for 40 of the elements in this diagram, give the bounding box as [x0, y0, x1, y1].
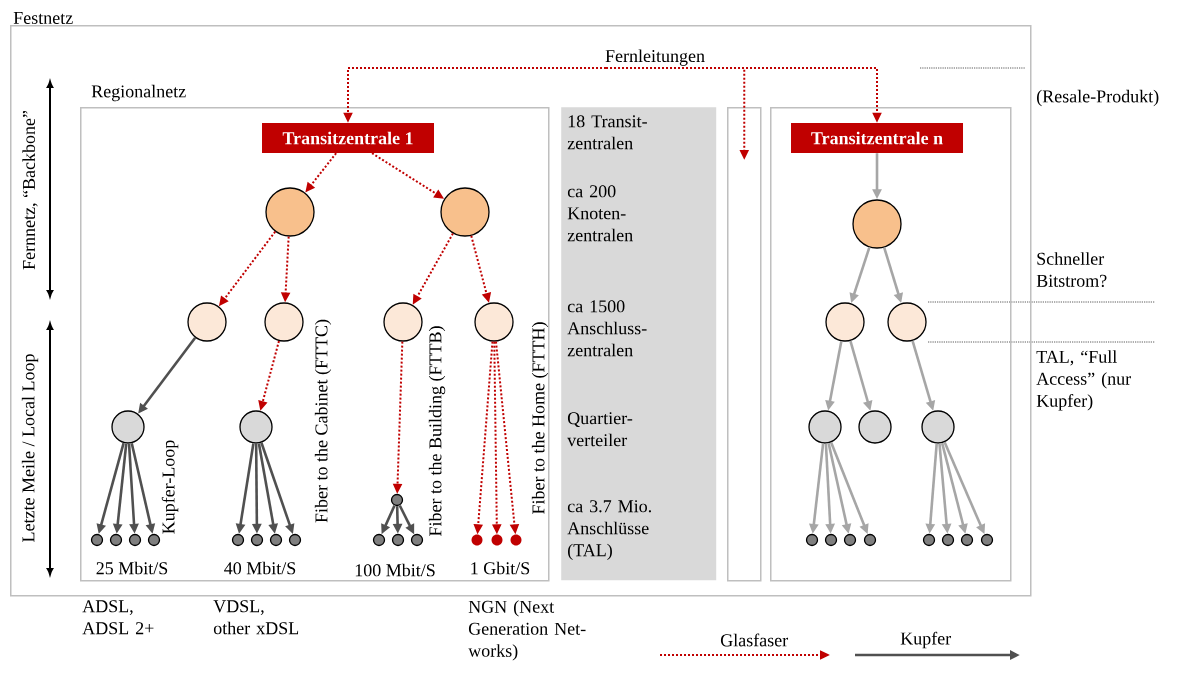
edge-label: Fernleitungen: [605, 49, 705, 66]
technology-label: ADSL, ADSL 2+: [82, 600, 154, 635]
circle-node: [852, 199, 902, 249]
node-label: Festnetz: [13, 12, 73, 24]
circle-node: [265, 187, 315, 237]
circle-node: [111, 410, 145, 444]
transit-box: Transitzentrale 1: [262, 123, 434, 153]
side-note: TAL, “Full Access” (nur Kupfer): [1036, 350, 1131, 411]
legend-label: Glasfaser: [720, 633, 788, 647]
circle-node: [383, 302, 423, 342]
speed-label: 40 Mbit/S: [224, 561, 296, 575]
rotated-label: Fiber to the Home (FTTH): [531, 322, 549, 514]
circle-node: [187, 302, 227, 342]
circle-node: [440, 187, 490, 237]
technology-label: VDSL, other xDSL: [213, 600, 299, 635]
speed-label: 1 Gbit/S: [471, 561, 530, 575]
legend-label: Kupfer: [900, 631, 952, 649]
speed-label: 25 Mbit/S: [96, 561, 168, 575]
rotated-label: Kupfer-Loop: [161, 440, 179, 534]
axis-label: Letzte Meile / Local Loop: [21, 354, 39, 542]
side-note: (Resale-Produkt): [1037, 89, 1159, 107]
circle-node: [825, 302, 865, 342]
circle-node: [887, 302, 927, 342]
circle-node: [264, 302, 304, 342]
frame: [770, 107, 1012, 582]
circle-node: [858, 410, 892, 444]
side-note: Schneller Bitstrom?: [1036, 252, 1107, 287]
frame: [727, 107, 762, 582]
node-label: Regionalnetz: [91, 84, 186, 102]
circle-node: [808, 410, 842, 444]
speed-label: 100 Mbit/S: [355, 563, 435, 577]
transit-box: Transitzentrale n: [791, 123, 963, 153]
info-panel: 18 Transit-zentralen ca 200 Knoten-zentralen ca 1500 Anschluss-zentralen Quartier-verteiler ca 3.7 Mio. Anschlüsse (TAL): [561, 107, 717, 581]
circle-node: [474, 302, 514, 342]
circle-node: [921, 410, 955, 444]
rotated-label: Fiber to the Cabinet (FTTC): [314, 319, 332, 523]
technology-label: NGN (Next Generation Net-works): [468, 600, 586, 661]
circle-node: [239, 410, 273, 444]
rotated-label: Fiber to the Building (FTTB): [428, 326, 446, 536]
axis-label: Fernnetz, “Backbone”: [22, 110, 38, 270]
